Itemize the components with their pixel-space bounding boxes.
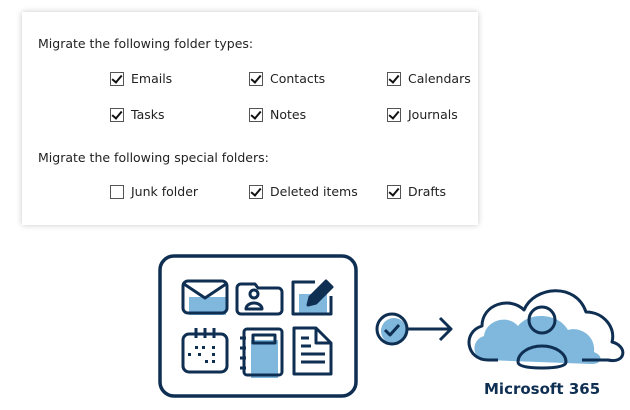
mail-icon: [181, 279, 229, 315]
special-folders-heading: Migrate the following special folders:: [38, 150, 269, 165]
notes-icon: [291, 279, 334, 316]
calendar-icon: [181, 328, 229, 374]
journal-icon: [240, 327, 284, 378]
checkbox-label: Tasks: [131, 107, 165, 122]
migration-options-panel: Migrate the following folder types: Emai…: [22, 12, 478, 225]
checkbox-box[interactable]: [387, 71, 401, 86]
checkbox-junk-folder[interactable]: Junk folder: [110, 184, 198, 199]
checkbox-label: Contacts: [270, 71, 326, 86]
checkbox-journals[interactable]: Journals: [387, 107, 458, 122]
checkbox-box[interactable]: [110, 107, 124, 122]
checkbox-label: Junk folder: [131, 184, 199, 199]
check-circle-icon: [375, 312, 409, 346]
cloud-user-icon: [467, 289, 625, 370]
checkbox-label: Calendars: [408, 71, 471, 86]
checkbox-box[interactable]: [110, 184, 124, 199]
checkbox-emails[interactable]: Emails: [110, 71, 172, 86]
document-icon: [292, 326, 333, 376]
checkbox-label: Emails: [131, 71, 173, 86]
checkbox-label: Deleted items: [270, 184, 358, 199]
checkbox-box[interactable]: [249, 107, 263, 122]
checkbox-tasks[interactable]: Tasks: [110, 107, 165, 122]
checkbox-label: Drafts: [408, 184, 447, 199]
checkbox-box[interactable]: [387, 184, 401, 199]
checkbox-drafts[interactable]: Drafts: [387, 184, 446, 199]
checkbox-label: Notes: [270, 107, 307, 122]
checkbox-deleted-items[interactable]: Deleted items: [249, 184, 358, 199]
checkbox-label: Journals: [408, 107, 458, 122]
checkbox-contacts[interactable]: Contacts: [249, 71, 325, 86]
contact-icon: [235, 282, 284, 316]
checkbox-notes[interactable]: Notes: [249, 107, 306, 122]
folder-types-heading: Migrate the following folder types:: [38, 36, 254, 51]
checkbox-box[interactable]: [249, 71, 263, 86]
microsoft-365-label: Microsoft 365: [484, 380, 601, 398]
arrow-icon: [407, 316, 453, 342]
checkbox-box[interactable]: [110, 71, 124, 86]
checkbox-box[interactable]: [387, 107, 401, 122]
checkbox-box[interactable]: [249, 184, 263, 199]
checkbox-calendars[interactable]: Calendars: [387, 71, 471, 86]
